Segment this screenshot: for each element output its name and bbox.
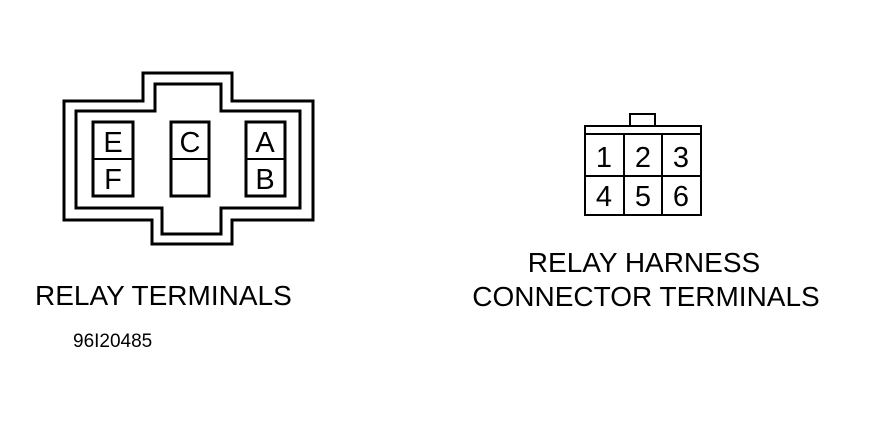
relay-caption: RELAY TERMINALS xyxy=(35,280,292,311)
harness-pin-2: 2 xyxy=(635,142,651,174)
harness-pin-5: 5 xyxy=(635,181,651,213)
harness-pin-4: 4 xyxy=(596,181,612,213)
harness-pin-3: 3 xyxy=(673,142,689,174)
harness-pin-6: 6 xyxy=(673,181,689,213)
harness-pin-1: 1 xyxy=(596,142,612,174)
relay-outer-outline xyxy=(62,71,315,246)
harness-caption-line2: CONNECTOR TERMINALS xyxy=(472,281,819,312)
figure-id: 96I20485 xyxy=(73,331,152,352)
harness-caption-line1: RELAY HARNESS xyxy=(528,247,760,278)
relay-terminal-a: A xyxy=(255,127,275,159)
harness-body xyxy=(584,125,702,216)
relay-terminal-b: B xyxy=(255,164,274,196)
relay-terminal-e: E xyxy=(103,127,122,159)
relay-housing xyxy=(62,71,315,246)
relay-terminal-c: C xyxy=(180,127,201,159)
harness-lock-tab xyxy=(629,113,656,126)
relay-terminal-f: F xyxy=(104,164,122,196)
relay-inner-outline xyxy=(74,82,302,236)
